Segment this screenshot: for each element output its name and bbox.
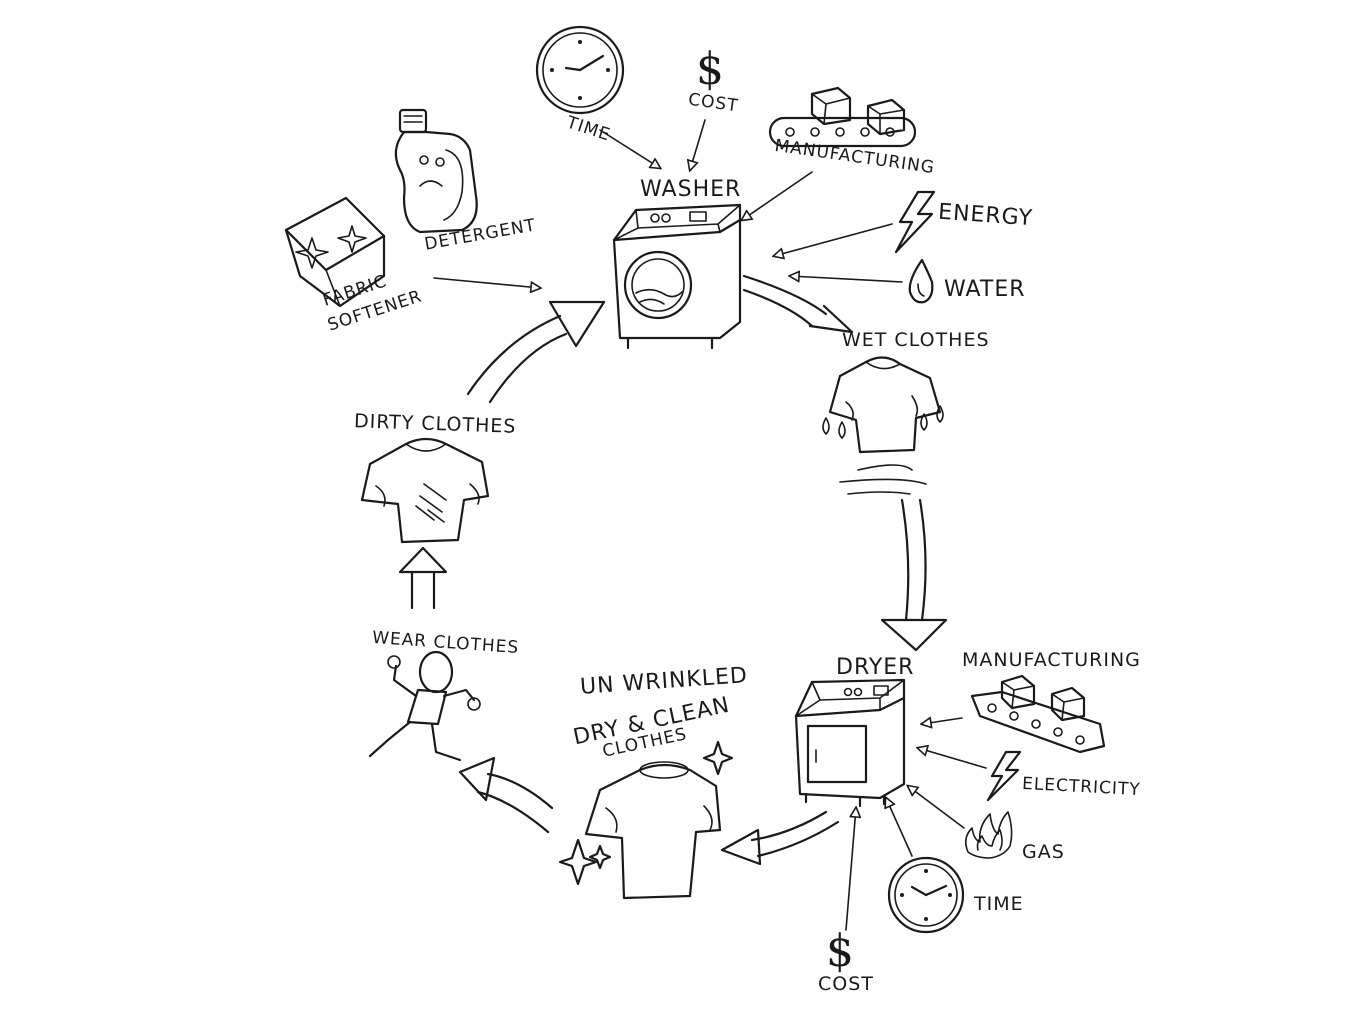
washer-label: WASHER bbox=[640, 177, 742, 202]
water-label: WATER bbox=[944, 277, 1026, 302]
detergent-bottle-icon bbox=[394, 108, 478, 234]
washer-icon bbox=[612, 203, 742, 350]
water-drop-icon bbox=[908, 258, 934, 304]
conveyor-belt-icon bbox=[970, 674, 1106, 754]
wet-clothes-label: WET CLOTHES bbox=[842, 329, 990, 351]
dryer-icon bbox=[794, 678, 906, 808]
flame-icon bbox=[964, 811, 1013, 859]
clock-icon bbox=[535, 25, 625, 115]
dollar-icon: $ bbox=[826, 926, 854, 977]
dollar-icon: $ bbox=[696, 44, 724, 95]
fabric-softener-box-icon bbox=[284, 196, 386, 308]
gas-label: GAS bbox=[1022, 841, 1065, 863]
sparkle-icon bbox=[558, 838, 612, 886]
time-label-bottom: TIME bbox=[974, 893, 1024, 915]
lightning-icon bbox=[986, 750, 1022, 802]
conveyor-belt-icon bbox=[768, 86, 917, 148]
clock-icon bbox=[887, 856, 965, 934]
manufacturing-label-right: MANUFACTURING bbox=[962, 649, 1141, 671]
cost-label-bottom: COST bbox=[818, 973, 874, 995]
sparkle-icon bbox=[702, 740, 734, 776]
running-person-icon bbox=[368, 650, 481, 762]
lightning-icon bbox=[894, 190, 936, 254]
dirty-shirt-icon bbox=[360, 437, 490, 544]
wet-shirt-icon bbox=[822, 356, 944, 495]
dryer-label: DRYER bbox=[836, 655, 915, 680]
clean-shirt-icon bbox=[584, 761, 722, 900]
